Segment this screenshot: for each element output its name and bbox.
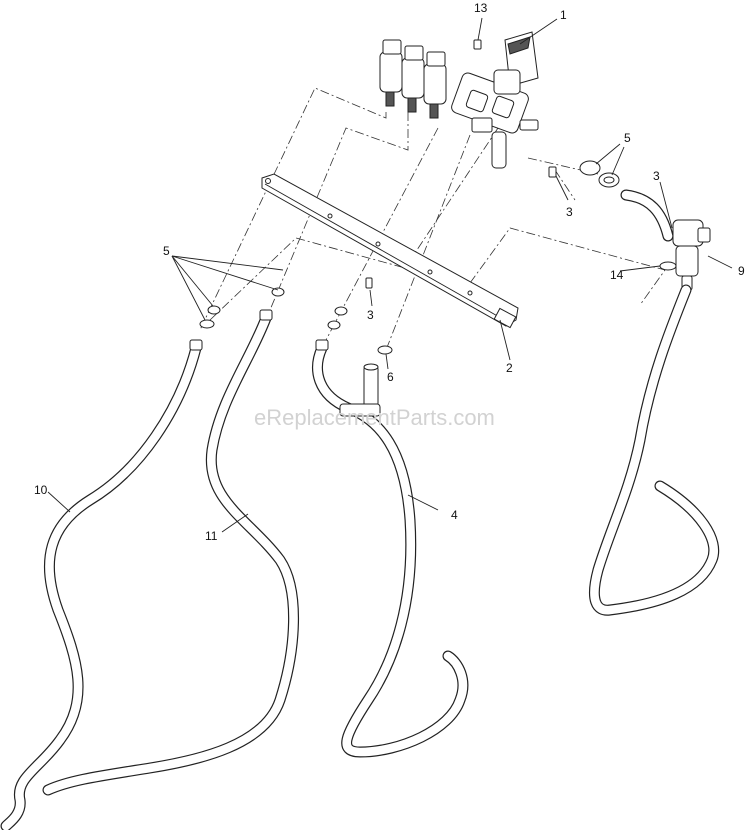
callout-5-lower: 5 [163, 244, 170, 258]
callout-1: 1 [560, 8, 567, 22]
callout-13: 13 [474, 1, 488, 15]
leader-lines [47, 17, 733, 533]
hose-4 [312, 339, 469, 758]
callout-14: 14 [610, 268, 624, 282]
callout-3-middle: 3 [367, 308, 374, 322]
callout-3-upper-left: 3 [566, 205, 573, 219]
callout-11: 11 [205, 529, 218, 543]
hose-clamps-lower [199, 287, 348, 330]
watermark: eReplacementParts.com [254, 405, 495, 430]
hose-clamps-upper [579, 160, 620, 188]
callout-9: 9 [738, 264, 745, 278]
callout-3-upper-right: 3 [653, 169, 660, 183]
callout-10: 10 [34, 483, 48, 497]
hose-9-loop [589, 284, 720, 616]
callouts: 1 13 5 3 3 9 14 5 3 2 6 4 10 11 [34, 1, 745, 543]
hose-11 [42, 309, 300, 796]
grommet-6 [377, 345, 393, 355]
callout-6: 6 [387, 370, 394, 384]
callout-4: 4 [451, 508, 458, 522]
manifold-bracket [261, 173, 519, 329]
fitting-3-middle [365, 277, 373, 289]
callout-5-upper: 5 [624, 131, 631, 145]
fitting-3-upper [548, 166, 557, 178]
callout-2: 2 [506, 361, 513, 375]
fitting-13 [473, 39, 482, 50]
hose-3 [620, 189, 674, 242]
hose-10 [0, 339, 203, 830]
valve-manifold-assembly [379, 31, 539, 169]
